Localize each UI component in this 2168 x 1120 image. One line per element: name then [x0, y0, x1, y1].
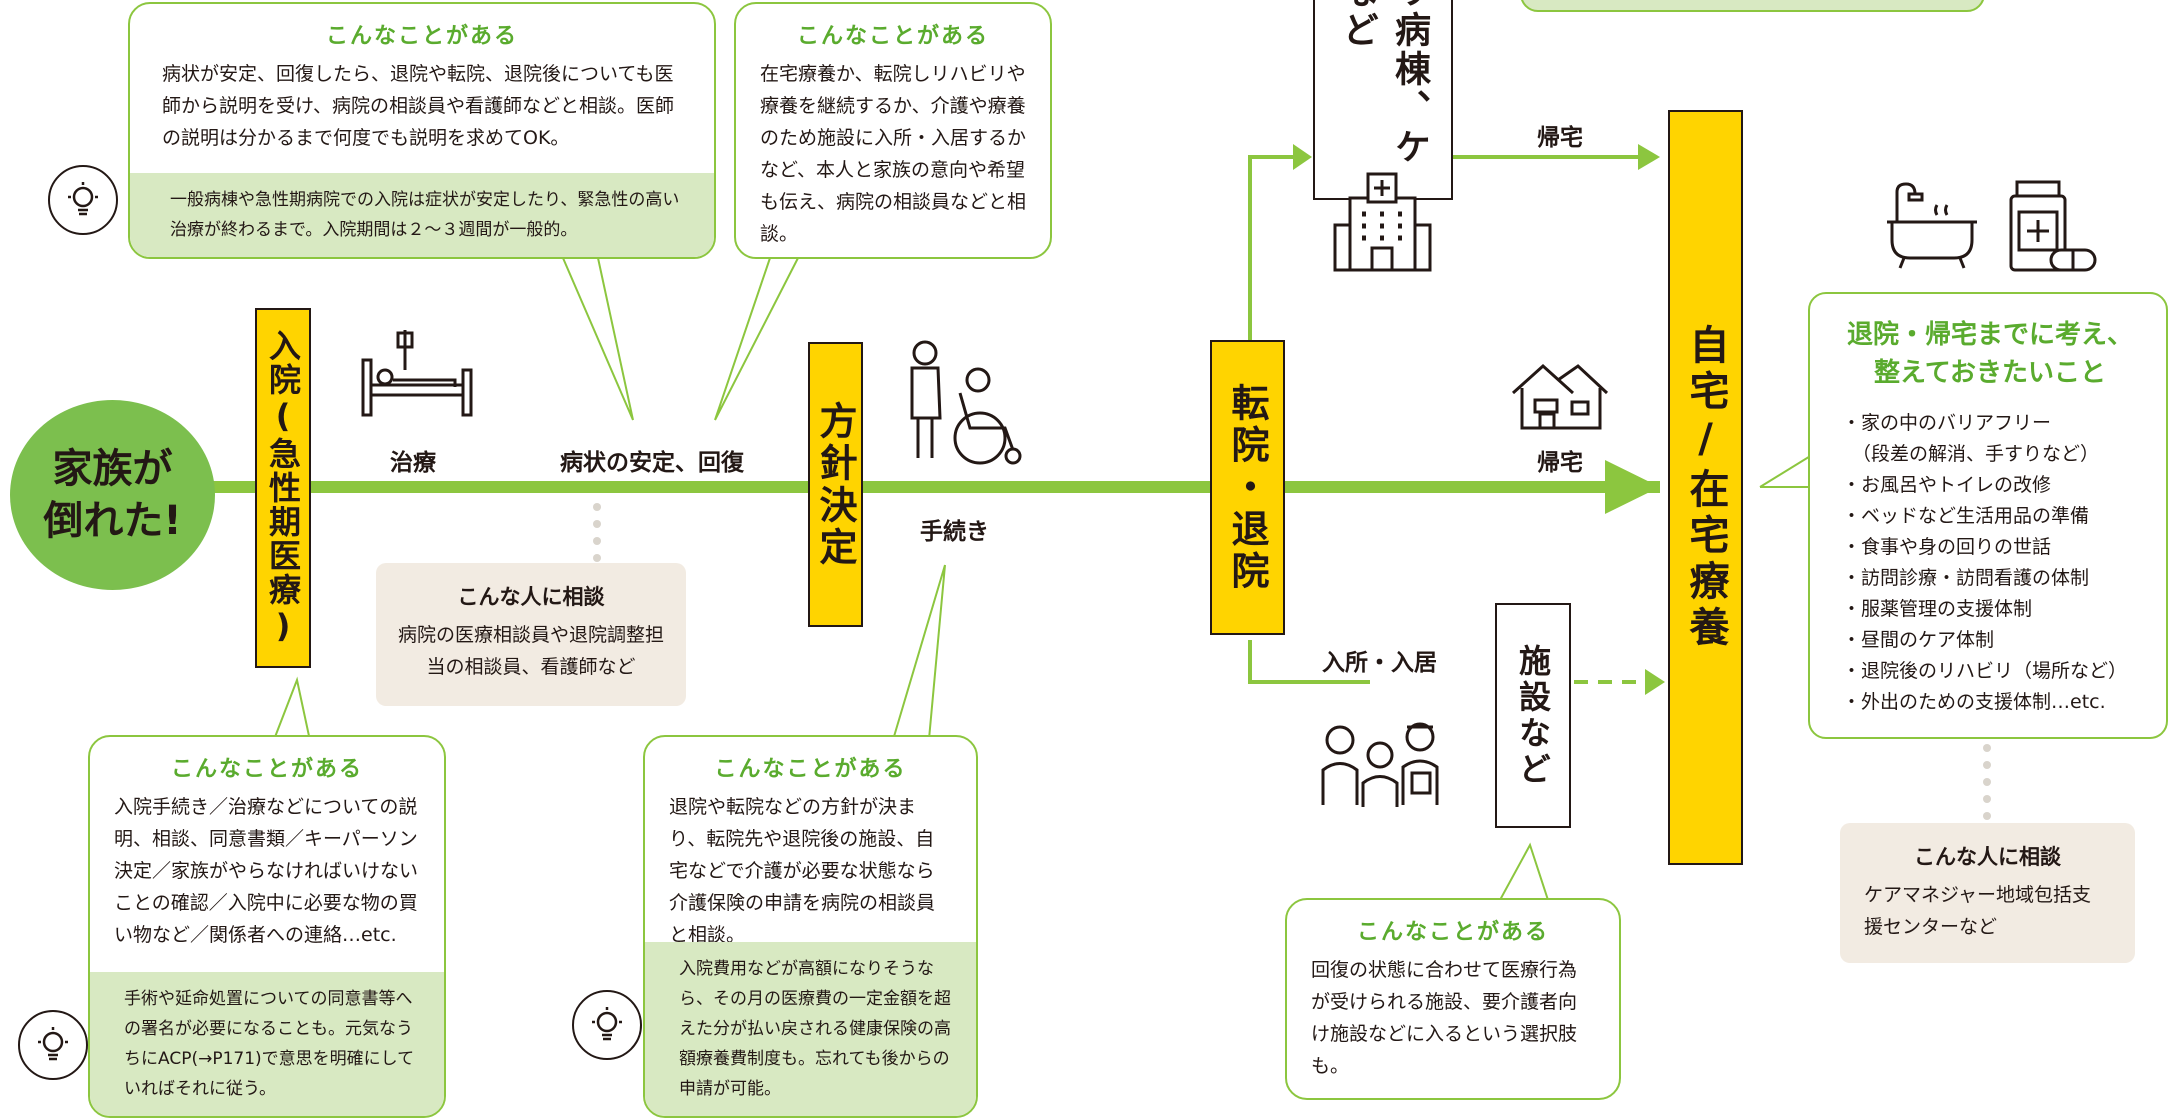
bubble-facility-title: こんなことがある	[1356, 920, 1549, 945]
prepare-item: ・退院後のリハビリ（場所など）	[1842, 660, 2128, 682]
stage-facility: 施設など	[1495, 603, 1571, 828]
bathtub-icon	[1887, 182, 1977, 269]
stage-home-care-label: 自宅/在宅療養	[1682, 323, 1729, 652]
stage-admission: 入院(急性期医療)	[255, 308, 311, 668]
bubble-top-left-tip: 一般病棟や急性期病院での入院は症状が安定したり、緊急性の高い治療が終わるまで。入…	[130, 173, 714, 257]
bubble-bottom-left-title: こんなことがある	[170, 757, 363, 782]
caregiver-wheelchair-icon	[910, 340, 1022, 465]
consult-home-title: こんな人に相談	[1914, 845, 2061, 869]
start-circle-line2: 倒れた!	[43, 498, 182, 544]
prepare-item: （段差の解消、手すりなど）	[1852, 443, 2100, 465]
start-circle: 家族が 倒れた!	[10, 400, 215, 590]
hospital-bed-icon	[361, 330, 473, 417]
prepare-item: ・家の中のバリアフリー	[1842, 412, 2052, 434]
bubble-bottom-left-body: 入院手続き／治療などについての説明、相談、同意書類／キーパーソン決定／家族がやら…	[114, 796, 419, 946]
label-enter-facility: 入所・入居	[1322, 650, 1437, 676]
bubble-bottom-mid-title: こんなことがある	[714, 757, 907, 782]
prepare-item: ・訪問診療・訪問看護の体制	[1842, 567, 2090, 589]
house-icon	[1511, 363, 1609, 430]
lightbulb-icon	[48, 165, 118, 235]
stage-admission-label: 入院(急性期医療)	[264, 329, 302, 647]
bubble-bottom-mid-body: 退院や転院などの方針が決まり、転院先や退院後の施設、自宅などで介護が必要な状態な…	[669, 796, 936, 946]
prepare-box-title: 退院・帰宅までに考え、整えておきたいこと	[1846, 320, 2133, 388]
stage-transfer-label: 転院・退院	[1225, 382, 1269, 593]
stage-home-care: 自宅/在宅療養	[1668, 110, 1743, 865]
prepare-item: ・食事や身の回りの世話	[1842, 536, 2052, 558]
consult-home: こんな人に相談 ケアマネジャー地域包括支援センターなど	[1840, 823, 2135, 963]
stage-decision-label: 方針決定	[813, 400, 857, 569]
main-arrowhead	[1605, 460, 1660, 514]
bubble-facility-body: 回復の状態に合わせて医療行為が受けられる施設、要介護者向け施設などに入るという選…	[1311, 959, 1578, 1077]
prepare-item: ・服薬管理の支援体制	[1842, 598, 2033, 620]
bubble-top-mid: こんなことがある 在宅療養か、転院しリハビリや療養を継続するか、介護や療養のため…	[734, 2, 1052, 259]
prepare-box-list: ・家の中のバリアフリー （段差の解消、手すりなど） ・お風呂やトイレの改修 ・ベ…	[1842, 408, 2156, 718]
stage-decision: 方針決定	[808, 342, 863, 627]
bubble-top-mid-title: こんなことがある	[796, 24, 989, 49]
bubble-top-left-body: 病状が安定、回復したら、退院や転院、退院後についても医師から説明を受け、病院の相…	[162, 63, 675, 149]
start-circle-line1: 家族が	[52, 446, 173, 492]
consult-hospital: こんな人に相談 病院の医療相談員や退院調整担当の相談員、看護師など	[376, 563, 686, 706]
bubble-bottom-mid: こんなことがある 退院や転院などの方針が決まり、転院先や退院後の施設、自宅などで…	[643, 735, 978, 1118]
label-stable: 病状の安定、回復	[560, 450, 744, 476]
consult-hospital-body: 病院の医療相談員や退院調整担当の相談員、看護師など	[397, 624, 664, 678]
bubble-top-mid-body: 在宅療養か、転院しリハビリや療養を継続するか、介護や療養のため施設に入所・入居す…	[760, 63, 1027, 245]
bubble-top-left: こんなことがある 病状が安定、回復したら、退院や転院、退院後についても医師から説…	[128, 2, 716, 259]
stage-rehab: リハビリ病棟、ケア病棟など	[1313, 0, 1453, 200]
medicine-icon	[2009, 180, 2097, 272]
bubble-facility: こんなことがある 回復の状態に合わせて医療行為が受けられる施設、要介護者向け施設…	[1285, 898, 1621, 1100]
lightbulb-icon	[18, 1010, 88, 1080]
rehab-branch-line	[1248, 155, 1295, 340]
bubble-top-left-title: こんなことがある	[325, 24, 518, 49]
consult-hospital-title: こんな人に相談	[457, 585, 605, 609]
care-staff-icon	[1321, 722, 1439, 807]
label-treatment: 治療	[390, 450, 436, 476]
label-return-home-top: 帰宅	[1537, 125, 1583, 151]
bubble-bottom-mid-tip: 入院費用などが高額になりそうなら、その月の医療費の一定金額を超えた分が払い戻され…	[645, 942, 976, 1116]
lightbulb-icon	[572, 990, 642, 1060]
prepare-item: ・昼間のケア体制	[1842, 629, 1995, 651]
facility-branch-line	[1248, 640, 1370, 684]
label-procedures: 手続き	[920, 519, 989, 545]
label-return-home-mid: 帰宅	[1537, 450, 1583, 476]
stage-rehab-label: リハビリ病棟、ケア病棟など	[1337, 0, 1430, 167]
bubble-bottom-left: こんなことがある 入院手続き／治療などについての説明、相談、同意書類／キーパーソ…	[88, 735, 446, 1118]
prepare-box: 退院・帰宅までに考え、整えておきたいこと ・家の中のバリアフリー （段差の解消、…	[1808, 292, 2168, 739]
bubble-bottom-left-tip: 手術や延命処置についての同意書等への署名が必要になることも。元気なうちにACP(…	[90, 972, 444, 1116]
prepare-item: ・外出のための支援体制…etc.	[1842, 691, 2106, 713]
hospital-building-icon	[1333, 172, 1432, 272]
prepare-item: ・お風呂やトイレの改修	[1842, 474, 2052, 496]
stage-facility-label: 施設など	[1514, 643, 1552, 788]
consult-home-body: ケアマネジャー地域包括支援センターなど	[1864, 884, 2092, 938]
top-right-bubble-fragment	[1520, 0, 1985, 12]
prepare-item: ・ベッドなど生活用品の準備	[1842, 505, 2090, 527]
stage-transfer: 転院・退院	[1210, 340, 1285, 635]
